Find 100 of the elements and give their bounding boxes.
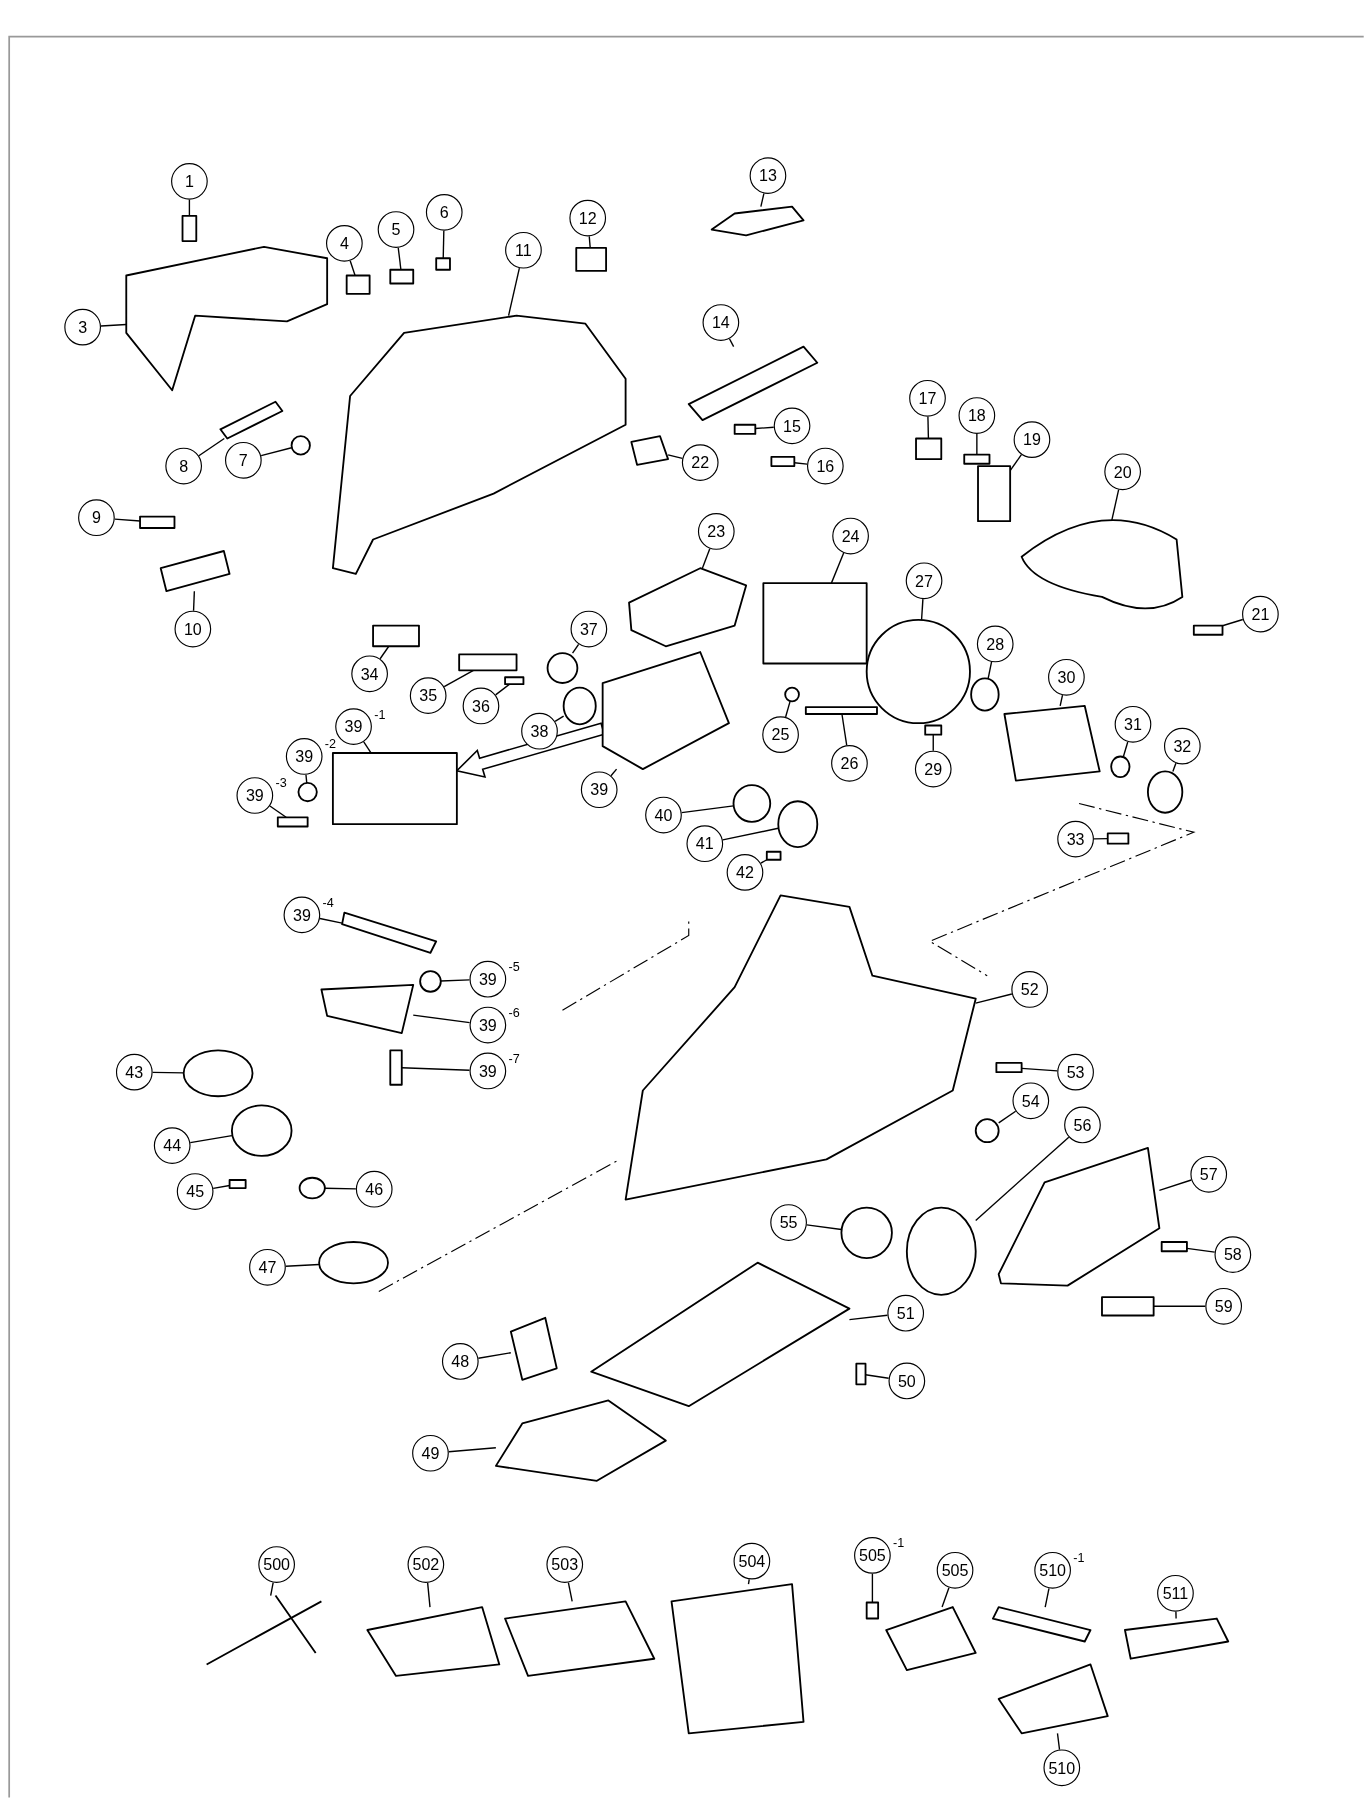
leader-line xyxy=(722,827,779,841)
callout-number: 30 xyxy=(1056,667,1077,689)
callout-number: 54 xyxy=(1020,1090,1041,1112)
callout-number: 33 xyxy=(1065,828,1086,851)
wrench-drawing xyxy=(205,1594,323,1666)
dust-bag-drawing xyxy=(670,1583,805,1735)
screw-drawing xyxy=(995,1062,1023,1074)
leader-line xyxy=(426,1582,431,1608)
housing-drawing xyxy=(331,314,627,575)
callout-circle xyxy=(905,562,943,600)
callout-circle xyxy=(887,1294,925,1332)
callout-circle xyxy=(773,407,811,445)
callout-number: 36 xyxy=(471,695,491,718)
leader-line xyxy=(319,917,343,924)
callout-suffix: -6 xyxy=(508,1005,520,1020)
leader-line xyxy=(397,247,402,271)
key-drawing xyxy=(765,850,782,861)
callout-number: 34 xyxy=(359,663,380,685)
label-drawing xyxy=(1101,1296,1155,1317)
leader-line xyxy=(269,1581,274,1597)
callout-circle xyxy=(1157,1574,1194,1612)
callout-number: 39 xyxy=(343,716,364,738)
leader-line xyxy=(975,993,1013,1004)
callout-suffix: -4 xyxy=(322,895,334,910)
leader-line xyxy=(571,643,580,654)
blade-drawing xyxy=(992,1606,1092,1643)
callout-number: 25 xyxy=(770,724,791,746)
washer-drawing xyxy=(784,686,800,703)
callout-circle xyxy=(686,825,724,863)
wing-bolt-drawing xyxy=(139,515,176,529)
cord-drawing xyxy=(687,345,819,422)
callout-circle xyxy=(1013,421,1051,458)
blade-drawing xyxy=(997,1663,1109,1735)
callout-number: 24 xyxy=(840,525,861,548)
screw-drawing xyxy=(1192,624,1224,636)
callout-suffix: -7 xyxy=(508,1051,520,1066)
belt-cover-drawing xyxy=(997,1147,1161,1287)
callout-circle xyxy=(976,625,1014,663)
leader-line xyxy=(1056,1732,1061,1751)
leader-line xyxy=(1059,694,1064,707)
callout-circle xyxy=(1057,1053,1094,1091)
callout-number: 4 xyxy=(338,233,350,255)
leader-line xyxy=(848,1314,889,1321)
callout-circle xyxy=(1205,1287,1243,1325)
callout-number: 6 xyxy=(438,202,450,224)
callout-circle xyxy=(569,199,607,237)
callout-number: 15 xyxy=(782,415,802,438)
leader-line xyxy=(1111,489,1120,521)
spring-drawing xyxy=(509,1316,558,1381)
callout-number: 39 xyxy=(589,779,610,801)
leader-line xyxy=(443,669,475,688)
armature-drawing xyxy=(1003,705,1101,782)
callout-circle xyxy=(1214,1236,1252,1273)
bearing-drawing xyxy=(777,800,819,849)
part-drawing xyxy=(458,653,518,672)
callout-number: 39 xyxy=(291,904,312,927)
callout-number: 18 xyxy=(966,405,987,427)
callout-circle xyxy=(249,1248,286,1286)
nut-drawing xyxy=(290,435,311,456)
key-drawing xyxy=(924,724,943,736)
callout-number: 57 xyxy=(1198,1164,1219,1186)
callout-number: 43 xyxy=(124,1061,145,1084)
callout-circle xyxy=(521,712,558,750)
washer-drawing xyxy=(732,784,772,823)
bolt-drawing xyxy=(804,706,878,715)
callout-suffix: -5 xyxy=(508,959,520,974)
callout-number: 502 xyxy=(411,1554,441,1576)
plate-drawing xyxy=(320,984,415,1035)
switch-part-drawing xyxy=(389,268,415,285)
callout-circle xyxy=(225,441,262,479)
leader-line xyxy=(793,462,808,465)
blade-drawing xyxy=(341,911,438,954)
label-drawing xyxy=(575,247,607,272)
callout-number: 510 xyxy=(1047,1757,1077,1779)
guide-drawing xyxy=(366,1606,501,1677)
callout-number: 511 xyxy=(1161,1583,1190,1605)
callout-number: 46 xyxy=(364,1179,385,1201)
callout-number: 55 xyxy=(778,1212,799,1234)
callout-number: 41 xyxy=(694,833,715,855)
bearing-drawing xyxy=(970,677,1000,712)
switch-drawing xyxy=(977,465,1012,523)
callout-number: 52 xyxy=(1019,979,1040,1001)
callout-circle xyxy=(377,211,415,248)
callout-number: 22 xyxy=(690,452,711,474)
leader-line xyxy=(212,1184,231,1190)
knob-drawing xyxy=(230,1104,293,1157)
leader-line xyxy=(442,230,445,259)
leader-line xyxy=(941,1586,950,1608)
switch-part-drawing xyxy=(963,453,991,465)
callout-number: 51 xyxy=(895,1303,916,1325)
cover-drawing xyxy=(628,567,748,648)
leader-line xyxy=(554,715,565,723)
callout-suffix: -3 xyxy=(275,776,287,790)
leader-line xyxy=(260,447,293,457)
callout-number: 12 xyxy=(577,207,598,230)
blade-drawing xyxy=(1124,1617,1230,1660)
leader-line xyxy=(784,700,791,718)
callout-circle xyxy=(1190,1155,1228,1193)
callout-circle xyxy=(914,750,952,788)
callout-circle xyxy=(580,771,618,809)
